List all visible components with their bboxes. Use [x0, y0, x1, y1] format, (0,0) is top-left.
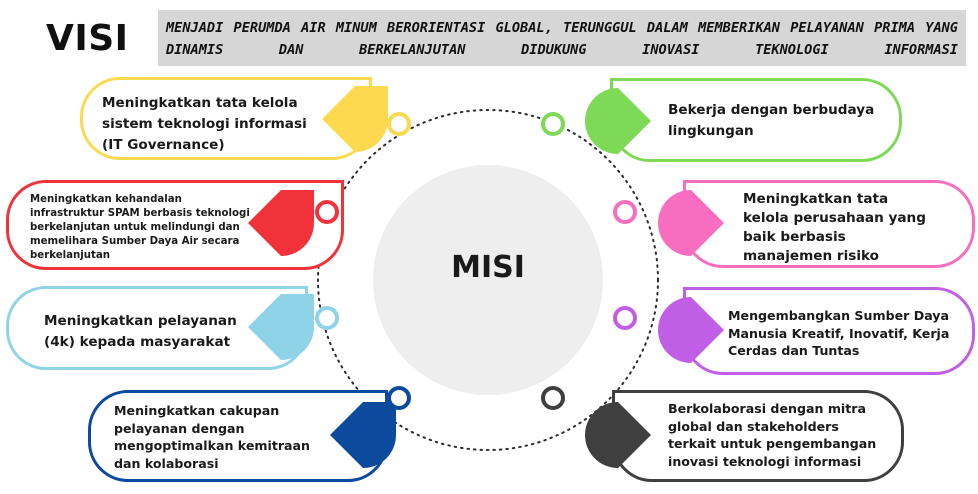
ring-node-it-governance [387, 112, 411, 136]
misi-text-budaya-lingkungan: Bekerja dengan berbudaya lingkungan [668, 102, 875, 139]
ring-node-tata-kelola-perusahaan [613, 200, 637, 224]
misi-diamond-it-governance [322, 86, 388, 152]
misi-center-circle [373, 165, 603, 395]
misi-diamond-infrastruktur-spam [248, 190, 314, 256]
ring-node-budaya-lingkungan [541, 112, 565, 136]
ring-node-kolaborasi-mitra [541, 386, 565, 410]
misi-card-kolaborasi-mitra [612, 390, 904, 482]
misi-text-kolaborasi-mitra: Berkolaborasi dengan mitra global dan st… [668, 401, 877, 469]
misi-title: MISI [451, 250, 525, 285]
misi-text-infrastruktur-spam: Meningkatkan kehandalan infrastruktur SP… [30, 194, 250, 261]
misi-diamond-pelayanan-4k [248, 294, 314, 360]
misi-text-tata-kelola-perusahaan: Meningkatkan tata kelola perusahaan yang… [743, 191, 926, 264]
misi-diamond-sdm-kreatif [658, 297, 724, 363]
visi-title: VISI [46, 18, 129, 59]
visi-statement: MENJADI PERUMDA AIR MINUM BERORIENTASI G… [158, 10, 966, 66]
misi-text-sdm-kreatif: Mengembangkan Sumber Daya Manusia Kreati… [728, 308, 950, 358]
misi-text-pelayanan-4k: Meningkatkan pelayanan (4k) kepada masya… [44, 313, 237, 350]
misi-diamond-tata-kelola-perusahaan [658, 190, 724, 256]
ring-node-pelayanan-4k [315, 306, 339, 330]
misi-card-budaya-lingkungan [610, 78, 902, 162]
misi-text-cakupan-pelayanan: Meningkatkan cakupan pelayanan dengan me… [114, 403, 311, 471]
ring-node-sdm-kreatif [613, 306, 637, 330]
ring-node-cakupan-pelayanan [387, 386, 411, 410]
misi-card-tata-kelola-perusahaan [683, 180, 975, 268]
misi-diamond-kolaborasi-mitra [585, 402, 651, 468]
misi-diamond-budaya-lingkungan [585, 88, 651, 154]
ring-node-infrastruktur-spam [315, 200, 339, 224]
misi-diamond-cakupan-pelayanan [330, 402, 396, 468]
misi-text-it-governance: Meningkatkan tata kelola sistem teknolog… [102, 95, 307, 153]
